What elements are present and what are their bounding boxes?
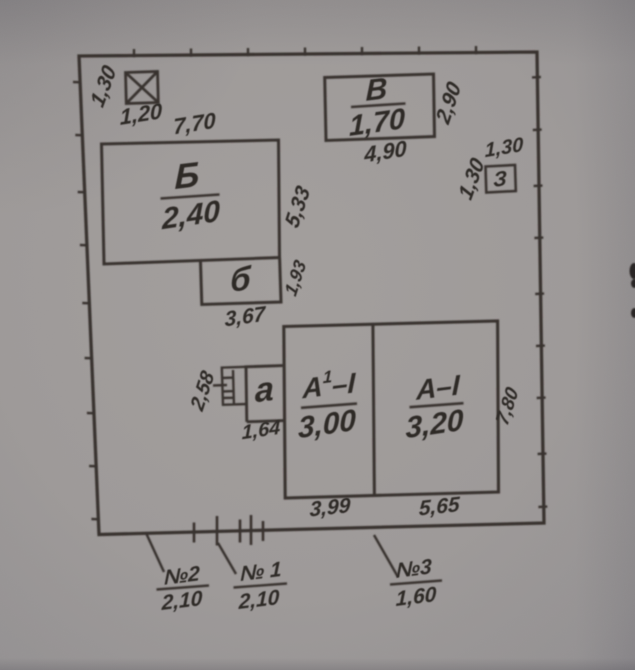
svg-text:А–I: А–I [415,369,461,406]
svg-text:а: а [255,370,274,410]
svg-text:3,00: 3,00 [298,404,356,445]
svg-text:2,10: 2,10 [161,587,203,615]
svg-text:б: б [230,260,252,300]
svg-text:3,99: 3,99 [309,494,351,521]
svg-text:№ 1: № 1 [240,558,282,586]
svg-text:№3: №3 [396,555,432,582]
svg-text:З: З [493,167,507,192]
svg-text:2,10: 2,10 [238,586,280,614]
svg-text:В: В [365,72,387,108]
svg-text:3,20: 3,20 [406,404,464,445]
svg-text:№2: №2 [164,562,200,589]
svg-text:2,40: 2,40 [161,195,220,236]
svg-text:1,70: 1,70 [349,103,405,143]
svg-text:1,64: 1,64 [242,417,281,445]
svg-text:5,65: 5,65 [419,493,461,520]
svg-text:1,60: 1,60 [396,583,437,611]
svg-text:Б: Б [174,155,199,197]
